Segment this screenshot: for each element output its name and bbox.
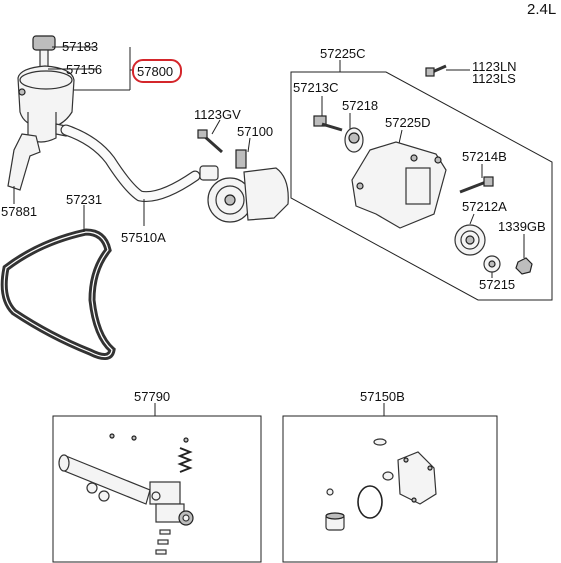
label-57218[interactable]: 57218	[342, 98, 378, 113]
drive-belt[interactable]	[0, 228, 116, 360]
reservoir-bracket[interactable]	[7, 133, 41, 191]
reservoir-cap	[32, 35, 56, 51]
bracket-group-frame	[290, 71, 553, 301]
kit-box-57790	[52, 415, 262, 563]
label-1123LS[interactable]: 1123LS	[472, 71, 516, 86]
engine-label: 2.4L	[527, 1, 556, 18]
gear-box-seal-kit[interactable]	[58, 433, 194, 555]
pump-seal-kit[interactable]	[325, 438, 437, 531]
pulley-hub	[224, 194, 236, 206]
label-57790[interactable]: 57790	[134, 389, 170, 404]
pump-body	[243, 167, 289, 221]
highlight-ring	[132, 59, 182, 83]
label-57150B[interactable]: 57150B	[360, 389, 405, 404]
idler-pulley[interactable]	[454, 224, 486, 256]
washer-57215[interactable]	[483, 255, 501, 273]
reservoir-filter	[39, 49, 49, 69]
bracket-plate	[7, 133, 41, 191]
kit-box-57150B	[282, 415, 498, 563]
label-57156[interactable]: 57156	[66, 62, 102, 77]
label-57800[interactable]: 57800	[137, 64, 173, 79]
label-57881[interactable]: 57881	[1, 204, 37, 219]
pump-bolt[interactable]	[197, 129, 223, 154]
bolt-1123LN[interactable]	[425, 64, 447, 77]
label-1339GB[interactable]: 1339GB	[498, 219, 546, 234]
label-57214B[interactable]: 57214B	[462, 149, 507, 164]
label-57510A[interactable]: 57510A	[121, 230, 166, 245]
label-57183[interactable]: 57183	[62, 39, 98, 54]
reservoir-bolt	[18, 88, 26, 96]
label-57225D[interactable]: 57225D	[385, 115, 431, 130]
power-steering-pump[interactable]	[199, 149, 289, 223]
pump-outlet-fitting	[235, 149, 247, 169]
bolt-57213C[interactable]	[313, 115, 343, 132]
large-o-ring	[357, 485, 383, 519]
label-1123LN[interactable]: 1123LN	[472, 59, 517, 74]
pump-cover-gasket	[397, 451, 437, 505]
spacer-57218[interactable]	[344, 127, 364, 153]
label-57215[interactable]: 57215	[479, 277, 515, 292]
label-57100[interactable]: 57100	[237, 124, 273, 139]
bracket-57225D[interactable]	[351, 141, 447, 229]
label-57225C[interactable]: 57225C	[320, 46, 366, 61]
label-1123GV[interactable]: 1123GV	[194, 107, 241, 122]
pump-inlet	[199, 165, 219, 181]
suction-hose[interactable]	[60, 124, 201, 203]
label-57212A[interactable]: 57212A	[462, 199, 507, 214]
nut-1339GB[interactable]	[515, 257, 533, 275]
label-57213C[interactable]: 57213C	[293, 80, 339, 95]
reservoir-rim	[19, 70, 73, 90]
bolt-57214B[interactable]	[459, 176, 494, 194]
label-57231[interactable]: 57231	[66, 192, 102, 207]
